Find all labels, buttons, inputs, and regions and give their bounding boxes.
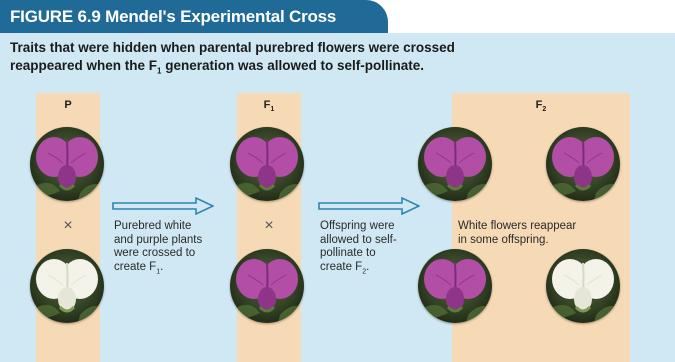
column-f2-label: F2 — [452, 99, 630, 113]
flower-p-white — [30, 249, 104, 323]
caption-1-line-4: create F1. — [114, 261, 234, 279]
flower-f2-white-bottom-right — [546, 249, 620, 323]
flower-p-purple — [30, 127, 104, 201]
arrow-f1-to-f2 — [318, 197, 420, 215]
cross-symbol-p: × — [58, 217, 78, 235]
subtitle-line-2: reappeared when the F1 generation was al… — [10, 57, 650, 81]
caption-2-line-3: pollinate to — [320, 247, 420, 261]
arrow-p-to-f1 — [112, 197, 214, 215]
flower-f2-purple-top-left — [418, 127, 492, 201]
figure-panel: Traits that were hidden when parental pu… — [0, 33, 675, 362]
caption-3-line-2: in some offspring. — [458, 234, 618, 248]
caption-parental-cross: Purebred white and purple plants were cr… — [114, 220, 234, 278]
flower-f2-purple-top-right — [546, 127, 620, 201]
caption-2-line-2: allowed to self- — [320, 234, 420, 248]
figure-subtitle: Traits that were hidden when parental pu… — [10, 39, 650, 81]
column-f1-label: F1 — [237, 99, 301, 113]
caption-1-line-2: and purple plants — [114, 234, 234, 248]
subtitle-line-1: Traits that were hidden when parental pu… — [10, 39, 650, 57]
caption-1-line-1: Purebred white — [114, 220, 234, 234]
figure-label: FIGURE 6.9 — [10, 7, 101, 26]
column-p-label: P — [36, 99, 100, 111]
flower-f2-purple-bottom-left — [418, 249, 492, 323]
figure-banner: FIGURE 6.9 Mendel's Experimental Cross — [0, 0, 388, 33]
caption-self-pollinate: Offspring were allowed to self- pollinat… — [320, 220, 420, 278]
caption-white-reappear: White flowers reappear in some offspring… — [458, 220, 618, 247]
caption-2-line-1: Offspring were — [320, 220, 420, 234]
flower-f1-purple-top — [230, 127, 304, 201]
cross-symbol-f1: × — [259, 217, 279, 235]
caption-2-line-4: create F2. — [320, 261, 420, 279]
flower-f1-purple-bottom — [230, 249, 304, 323]
caption-1-line-3: were crossed to — [114, 247, 234, 261]
caption-3-line-1: White flowers reappear — [458, 220, 618, 234]
figure-title: Mendel's Experimental Cross — [105, 7, 336, 26]
